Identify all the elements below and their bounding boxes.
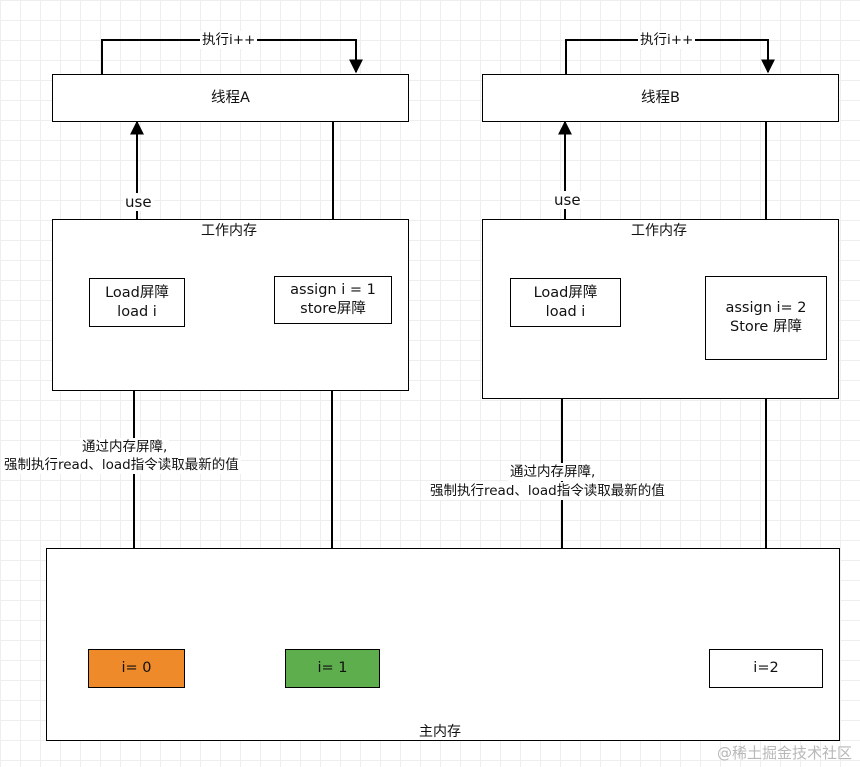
thread-a-work-memory-title: 工作内存 <box>201 223 257 239</box>
thread-a-loop-label: 执行i++ <box>200 31 258 49</box>
thread-b-store-box: assign i= 2 Store 屏障 <box>705 276 827 360</box>
main-memory-cell-0-label: i= 0 <box>121 660 152 676</box>
thread-a-title: 线程A <box>211 89 250 106</box>
thread-b-barrier-note-line2: 强制执行read、load指令读取最新的值 <box>428 482 667 500</box>
thread-b-load-line2: load i <box>545 303 586 320</box>
thread-a-store-box: assign i = 1 store屏障 <box>274 276 392 324</box>
thread-b-load-line1: Load屏障 <box>533 284 598 301</box>
main-memory-cell-2-label: i=2 <box>753 660 779 676</box>
main-memory-cell-0: i= 0 <box>88 649 185 688</box>
thread-b-box: 线程B <box>482 74 839 122</box>
main-memory-cell-2: i=2 <box>709 649 823 688</box>
main-memory-box: 主内存 <box>46 548 840 741</box>
thread-a-box: 线程A <box>52 74 409 122</box>
watermark: @稀土掘金技术社区 <box>716 744 852 762</box>
thread-a-load-line1: Load屏障 <box>105 284 169 301</box>
thread-a-load-line2: load i <box>117 303 157 320</box>
thread-a-barrier-note-line1: 通过内存屏障, <box>80 438 170 456</box>
thread-b-barrier-note-line1: 通过内存屏障, <box>508 463 598 481</box>
thread-b-loop-label: 执行i++ <box>638 31 696 49</box>
thread-b-store-line2: Store 屏障 <box>730 319 802 335</box>
thread-b-load-box: Load屏障 load i <box>510 278 621 327</box>
thread-b-use-label: use <box>552 191 583 209</box>
main-memory-cell-1: i= 1 <box>285 649 380 688</box>
thread-a-use-label: use <box>123 193 154 211</box>
thread-a-barrier-note-line2: 强制执行read、load指令读取最新的值 <box>2 456 241 474</box>
main-memory-title: 主内存 <box>419 724 461 740</box>
thread-a-load-box: Load屏障 load i <box>89 278 185 327</box>
thread-a-store-line1: assign i = 1 <box>290 282 376 298</box>
thread-b-store-line1: assign i= 2 <box>725 300 807 316</box>
thread-a-store-line2: store屏障 <box>300 301 366 317</box>
thread-b-title: 线程B <box>641 89 680 106</box>
main-memory-cell-1-label: i= 1 <box>317 660 348 676</box>
thread-b-work-memory-title: 工作内存 <box>631 223 687 239</box>
